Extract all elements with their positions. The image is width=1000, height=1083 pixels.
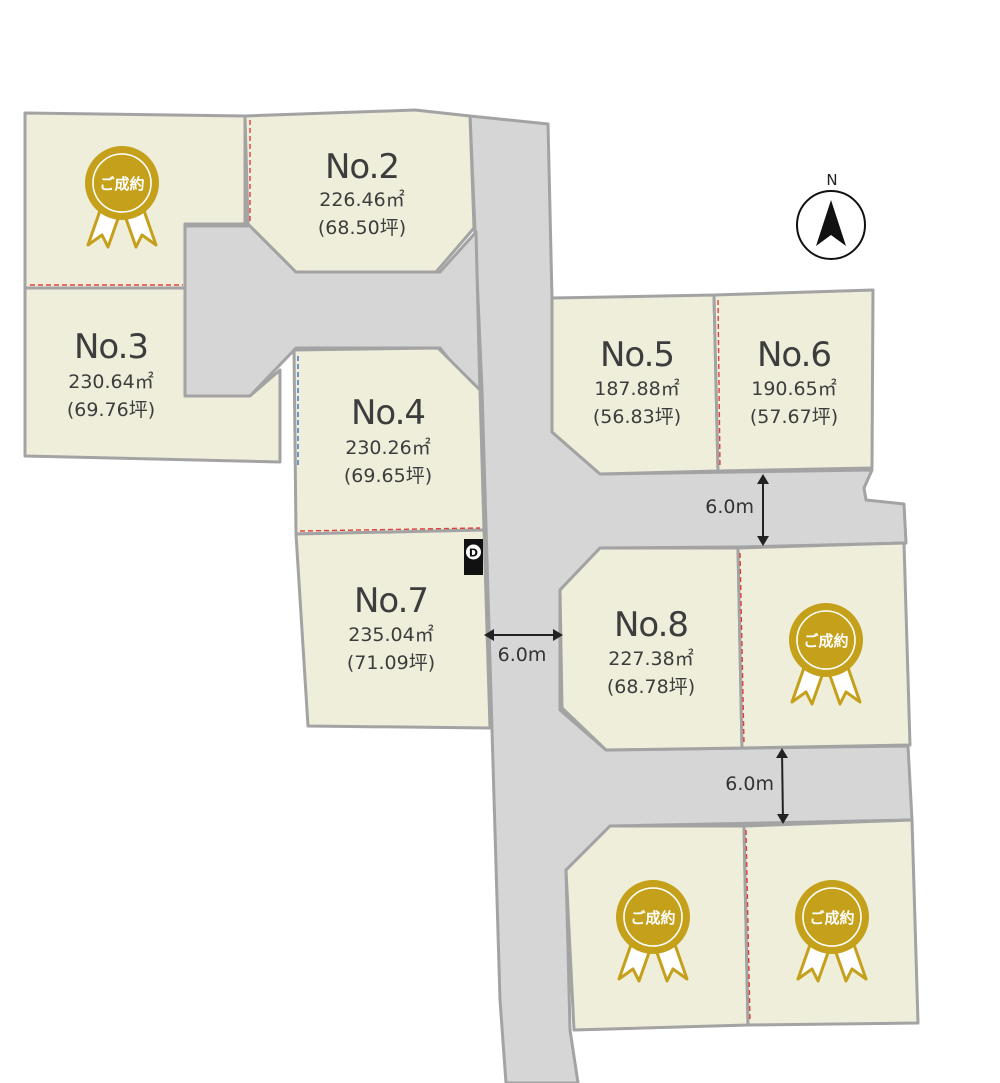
seal-icon (616, 880, 690, 954)
lot-2[interactable] (243, 108, 476, 274)
lot-tsubo: (71.09坪) (347, 652, 435, 674)
seal-icon (85, 146, 159, 220)
lot-tsubo: (56.83坪) (593, 406, 681, 428)
marker-d: D (464, 539, 483, 575)
lot-label-2: No.2 226.46㎡ (68.50坪) (318, 147, 406, 239)
lot-label-8: No.8 227.38㎡ (68.78坪) (607, 605, 695, 698)
lot-tsubo: (57.67坪) (750, 406, 838, 428)
road-width-label: 6.0m (705, 496, 754, 518)
lot-number: No.2 (325, 147, 399, 187)
north-arrow-icon (816, 200, 846, 246)
sold-label: ご成約 (809, 909, 854, 927)
lot-number: No.6 (757, 335, 831, 375)
north-label: N (826, 171, 837, 189)
sold-label: ご成約 (630, 909, 675, 927)
seal-ring (623, 887, 683, 947)
boundary-line (745, 829, 751, 1023)
arrow-up-icon (776, 748, 788, 758)
lot-area: 226.46㎡ (319, 188, 404, 211)
lot-area: 230.64㎡ (68, 370, 153, 393)
lot-number: No.8 (614, 605, 688, 645)
lot-6[interactable] (712, 288, 875, 473)
boundary-line (717, 299, 721, 469)
lot-area: 235.04㎡ (348, 623, 433, 646)
lot-label-5: No.5 187.88㎡ (56.83坪) (593, 335, 681, 428)
seal-icon (795, 880, 869, 954)
road-width-upper-east: 6.0m (705, 474, 769, 546)
lot-area: 227.38㎡ (608, 647, 693, 670)
lot-number: No.5 (600, 335, 674, 375)
sold-badge: ご成約 (616, 880, 690, 983)
sold-badge: ご成約 (789, 603, 863, 706)
seal-ring (796, 610, 856, 670)
lot-area: 187.88㎡ (594, 377, 679, 400)
lot-number: No.3 (74, 327, 148, 367)
lot-5[interactable] (550, 293, 720, 476)
arrow-up-icon (757, 474, 769, 484)
lot-number: No.4 (351, 393, 425, 433)
lot-area: 190.65㎡ (751, 377, 836, 400)
seal-ring (92, 153, 152, 213)
lot-tsubo: (69.76坪) (67, 399, 155, 421)
road-width-lower-east: 6.0m (725, 748, 789, 824)
arrow-down-icon (777, 814, 789, 824)
road-width-label: 6.0m (725, 773, 774, 795)
arrow-right-icon (553, 629, 563, 641)
lot-3[interactable] (23, 286, 282, 464)
north-arrow: N (796, 171, 866, 260)
lot-label-7: No.7 235.04㎡ (71.09坪) (347, 581, 435, 674)
lot-tsubo: (68.78坪) (607, 676, 695, 698)
sold-label: ご成約 (99, 175, 144, 193)
lot-label-3: No.3 230.64㎡ (69.76坪) (67, 327, 155, 421)
marker-circle (466, 544, 481, 560)
lot-tsubo: (68.50坪) (318, 217, 406, 239)
marker-label: D (469, 547, 478, 560)
dimension-line (781, 749, 784, 823)
lot-label-6: No.6 190.65㎡ (57.67坪) (750, 335, 838, 428)
arrow-down-icon (757, 536, 769, 546)
lot-tsubo: (69.65坪) (344, 465, 432, 487)
sold-badge: ご成約 (85, 146, 159, 249)
lot-area: 230.26㎡ (345, 436, 430, 459)
arrow-left-icon (484, 629, 494, 641)
lot-4[interactable] (292, 346, 486, 536)
road-width-label: 6.0m (498, 644, 547, 666)
lot-number: No.7 (354, 581, 428, 621)
lot-label-4: No.4 230.26㎡ (69.65坪) (344, 393, 432, 487)
sold-badge: ご成約 (795, 880, 869, 983)
seal-icon (789, 603, 863, 677)
lot-7[interactable] (294, 528, 492, 730)
boundary-line (299, 527, 481, 532)
sold-label: ご成約 (803, 632, 848, 650)
seal-ring (802, 887, 862, 947)
road-width-main: 6.0m (484, 629, 563, 666)
